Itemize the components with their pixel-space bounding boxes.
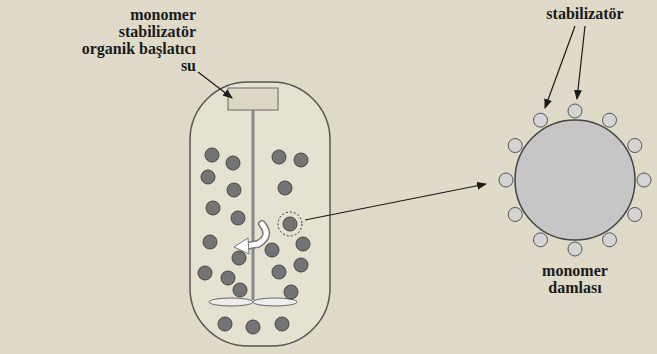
motor-box — [228, 88, 278, 110]
stabilizer-particles — [499, 104, 651, 256]
ingredient-label: stabilizatör — [119, 23, 196, 40]
ingredient-label: su — [181, 57, 196, 74]
monomer-droplets — [198, 148, 310, 334]
zoom-arrow — [305, 184, 486, 220]
stirrer-shaft — [252, 110, 255, 300]
part-label: stabilizatör — [546, 5, 623, 22]
leader-arrow — [577, 26, 585, 99]
rotation-arrow — [234, 224, 266, 254]
part-label: monomer damlası — [525, 262, 625, 296]
leader-arrow — [198, 72, 232, 98]
monomer-droplet — [515, 120, 635, 240]
leader-arrow — [545, 26, 575, 108]
highlight-circle — [278, 212, 302, 236]
ingredient-label: organik başlatıcı — [82, 40, 196, 57]
reactor-vessel — [190, 82, 330, 346]
impeller-blade — [209, 298, 253, 306]
ingredient-label: monomer — [130, 6, 196, 23]
